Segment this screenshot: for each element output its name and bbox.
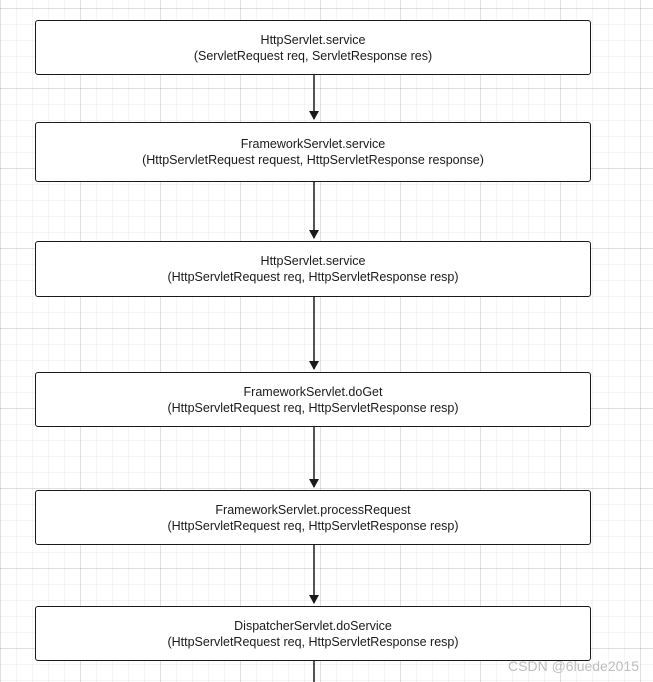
flow-node-3: HttpServlet.service (HttpServletRequest … <box>35 241 591 297</box>
flow-node-4: FrameworkServlet.doGet (HttpServletReque… <box>35 372 591 427</box>
node-params: (HttpServletRequest req, HttpServletResp… <box>167 518 459 533</box>
flow-node-5: FrameworkServlet.processRequest (HttpSer… <box>35 490 591 545</box>
watermark: CSDN @6luede2015 <box>508 658 639 674</box>
flow-node-2: FrameworkServlet.service (HttpServletReq… <box>35 122 591 182</box>
node-method: FrameworkServlet.processRequest <box>215 502 411 517</box>
node-params: (HttpServletRequest request, HttpServlet… <box>142 153 484 167</box>
node-method: FrameworkServlet.service <box>240 137 386 151</box>
flow-node-1: HttpServlet.service (ServletRequest req,… <box>35 20 591 75</box>
node-method: HttpServlet.service <box>260 32 366 47</box>
node-method: HttpServlet.service <box>260 254 366 268</box>
flow-node-6: DispatcherServlet.doService (HttpServlet… <box>35 606 591 661</box>
node-params: (HttpServletRequest req, HttpServletResp… <box>167 270 459 284</box>
node-params: (HttpServletRequest req, HttpServletResp… <box>167 400 459 415</box>
node-params: (ServletRequest req, ServletResponse res… <box>193 48 433 63</box>
node-params: (HttpServletRequest req, HttpServletResp… <box>167 634 459 649</box>
node-method: DispatcherServlet.doService <box>234 618 392 633</box>
node-method: FrameworkServlet.doGet <box>243 384 383 399</box>
